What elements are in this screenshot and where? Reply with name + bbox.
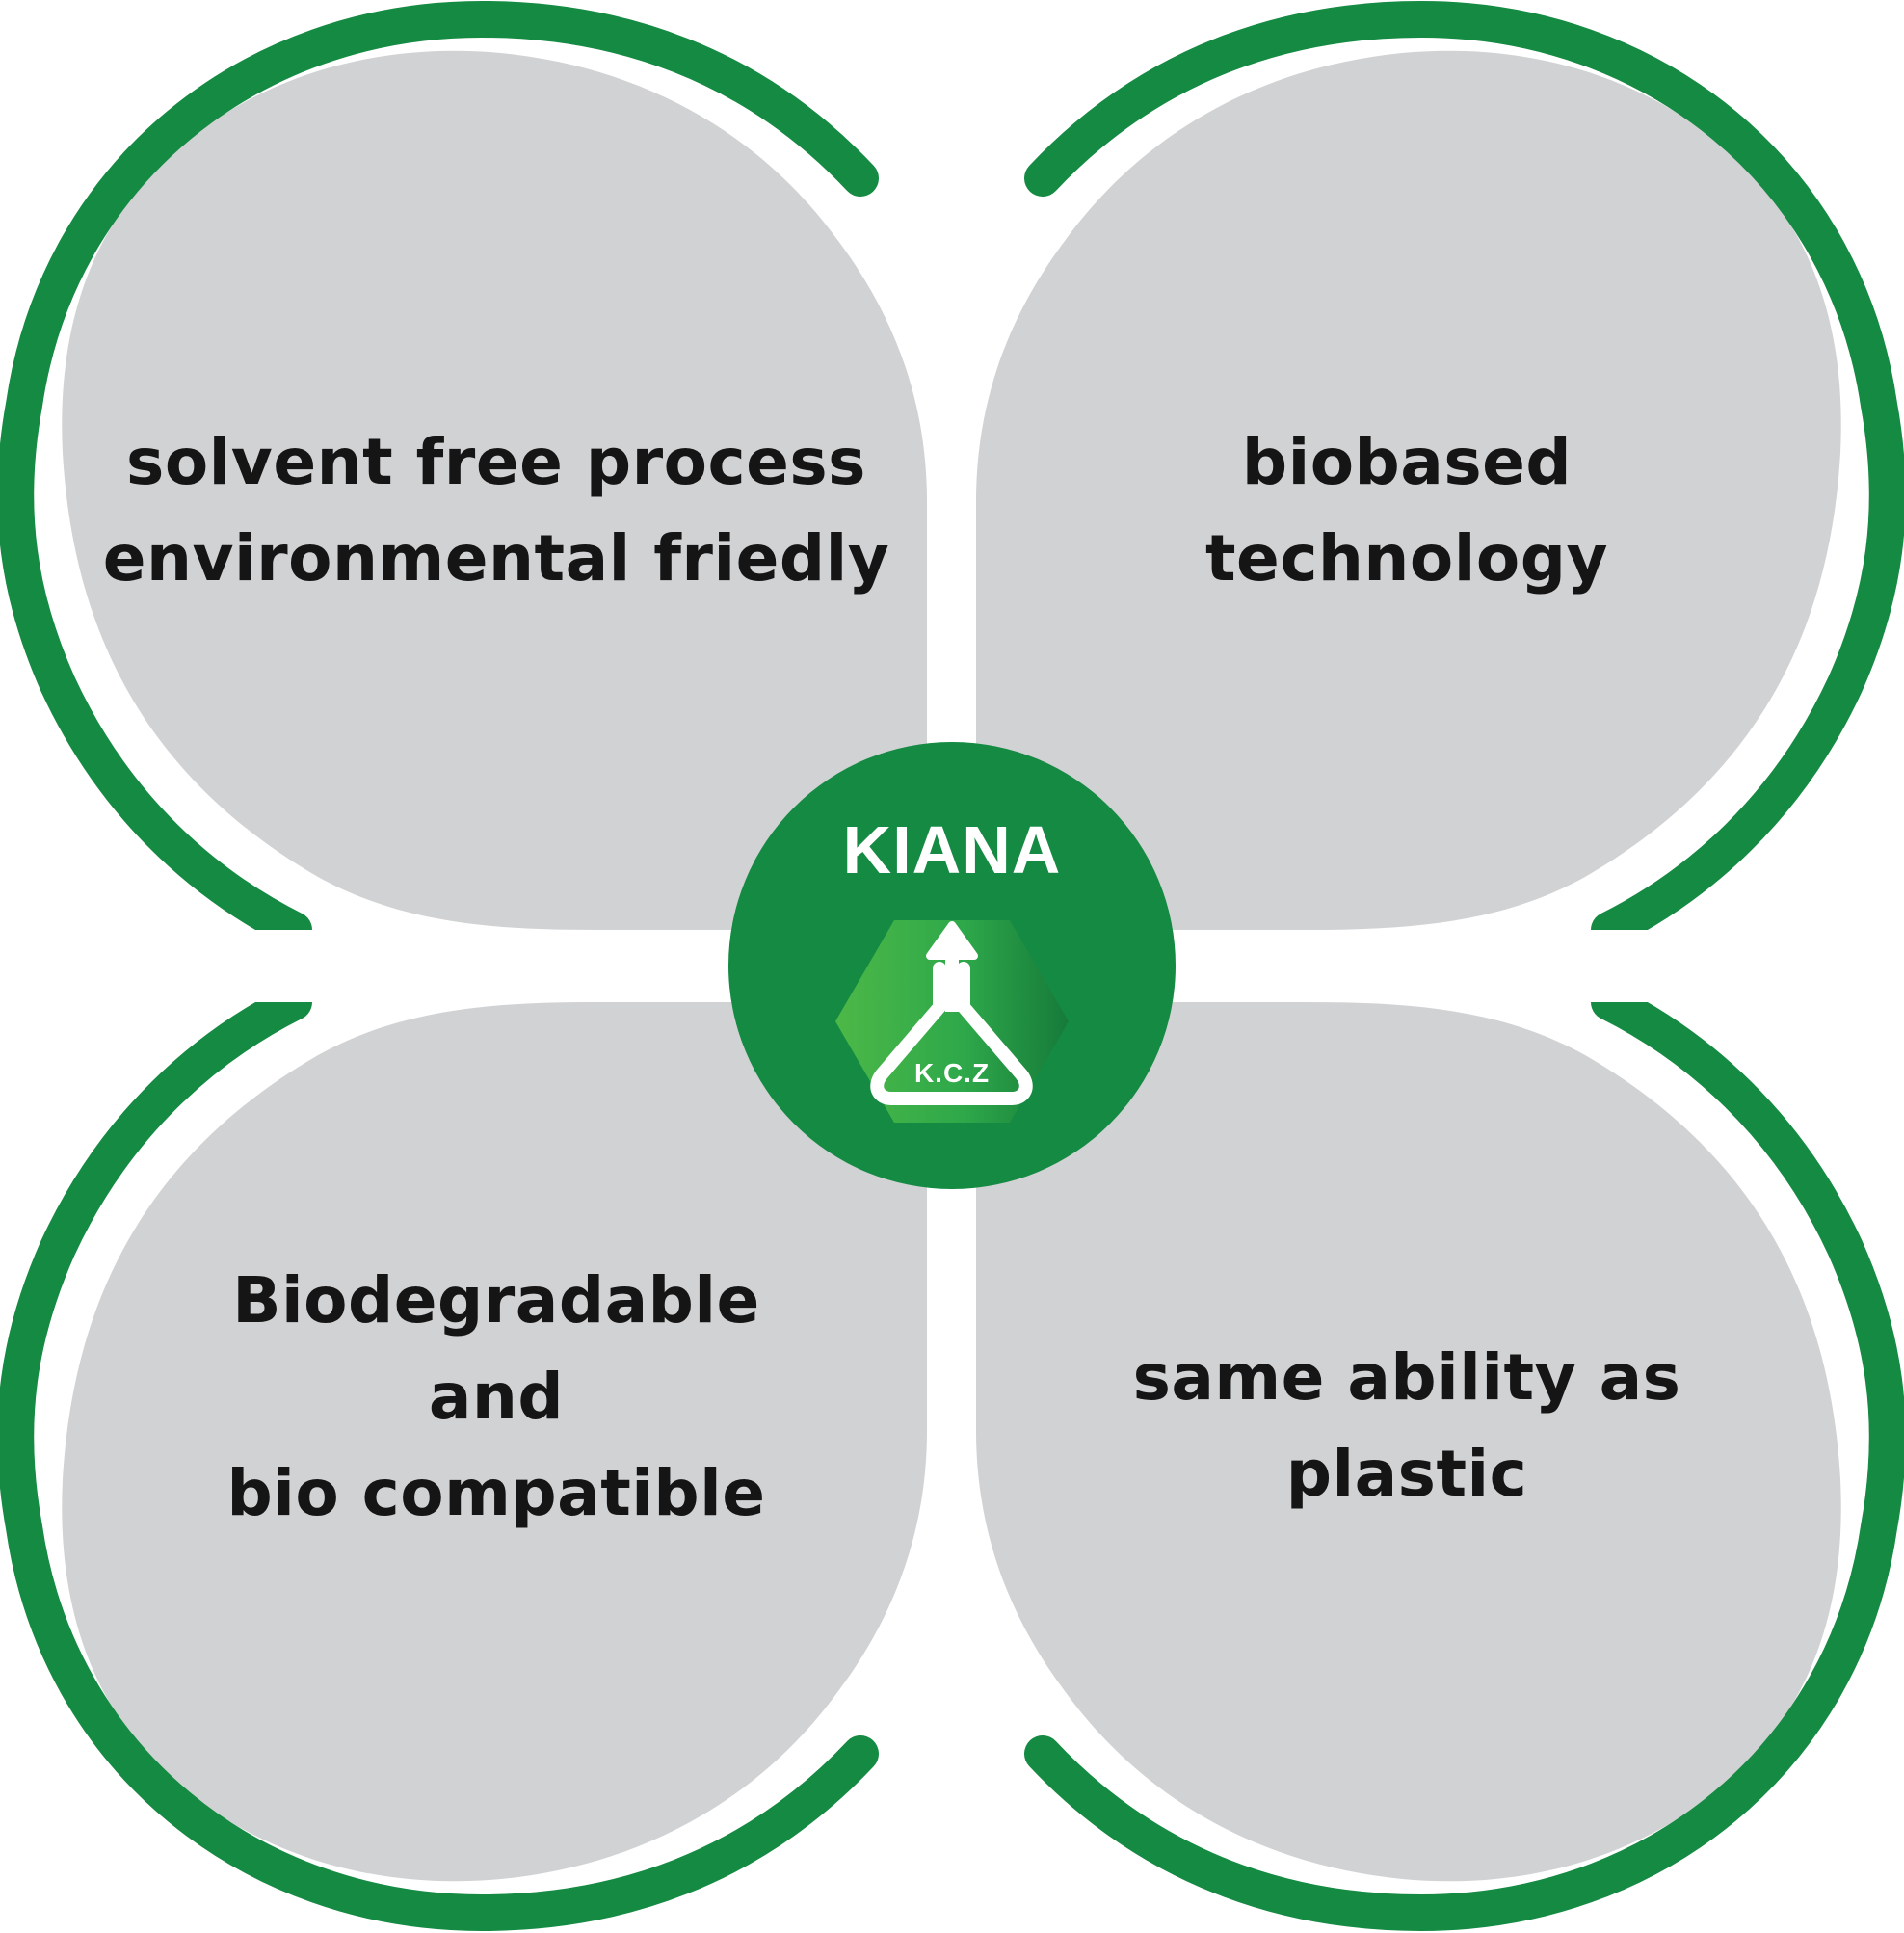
petal-top-right: [976, 50, 1841, 930]
petal-text-line: and: [428, 1360, 565, 1434]
petal-text-line: same ability as: [1132, 1340, 1681, 1415]
petal-top-left: [62, 50, 928, 930]
petal-bottom-left: [62, 1002, 928, 1882]
petal-text-top-left: solvent free process environmental fried…: [58, 414, 935, 607]
petal-text-line: solvent free process: [126, 425, 866, 499]
petal-text-line: environmental friedly: [102, 521, 890, 596]
flask-arrow-shaft: [945, 954, 959, 1012]
ring-arc-top-left: [0, 0, 879, 948]
ring-arc-bottom-left: [0, 984, 879, 1932]
hexagon-icon: [835, 920, 1069, 1123]
flask-arrow-head: [926, 921, 978, 960]
logo-text: K.C.Z: [914, 1058, 990, 1088]
ring-arc-bottom-right: [1024, 984, 1904, 1932]
petal-text-top-right: biobased technology: [968, 414, 1845, 607]
petal-text-line: Biodegradable: [232, 1263, 760, 1337]
petal-text-bottom-left: Biodegradable and bio compatible: [58, 1253, 935, 1542]
petal-text-line: bio compatible: [226, 1456, 766, 1530]
flask-arrow-icon: [870, 962, 1033, 1105]
petal-bottom-right: [976, 1002, 1841, 1882]
ring-arc-top-right: [1024, 0, 1904, 948]
petal-text-line: biobased: [1241, 425, 1573, 499]
brand-name: KIANA: [842, 812, 1062, 887]
petal-text-bottom-right: same ability as plastic: [968, 1330, 1845, 1523]
petal-text-line: technology: [1205, 521, 1608, 596]
petal-text-line: plastic: [1285, 1437, 1528, 1511]
